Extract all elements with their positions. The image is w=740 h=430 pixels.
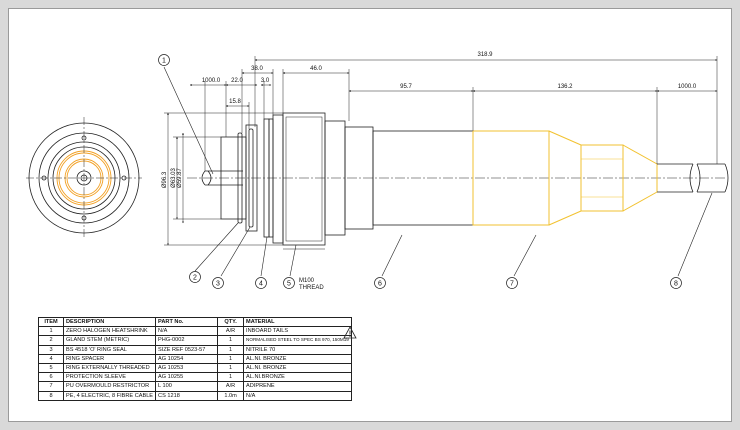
bom-item: 1 xyxy=(38,326,64,337)
bom-qty: 1 xyxy=(217,344,245,355)
dim-dia-63: Ø63.03 xyxy=(171,167,177,187)
gland-stem xyxy=(220,124,258,232)
dim-dia-96: Ø96.3 xyxy=(162,171,168,188)
bom-header-item: ITEM xyxy=(38,316,64,328)
dim-3: 3.0 xyxy=(261,78,270,84)
bom-header-qty: QTY. xyxy=(217,316,245,328)
bom-description: ZERO HALOGEN HEATSHRINK xyxy=(62,326,157,337)
dim-46: 46.0 xyxy=(310,66,322,72)
bom-description: PU OVERMOULD RESTRICTOR xyxy=(62,381,157,392)
table-row: 8 PE, 4 ELECTRIC, 8 FIBRE CABLE CS 1218 … xyxy=(38,390,352,401)
bom-part: L 100 xyxy=(155,381,219,392)
bom-qty: 1 xyxy=(217,353,245,364)
bom-qty: 1 xyxy=(217,372,245,383)
balloon-6 xyxy=(374,277,386,289)
bom-material: ADIPRENE xyxy=(243,381,352,392)
bom-item: 6 xyxy=(38,372,64,383)
balloon-1-label: 1 xyxy=(162,58,166,65)
thread-note-label: THREAD xyxy=(299,285,324,291)
bom-material: AL.NI. BRONZE xyxy=(243,362,352,374)
balloon-2 xyxy=(189,271,201,283)
bom-part: AG 10254 xyxy=(155,353,219,364)
bom-item: 2 xyxy=(38,335,64,346)
bom-part: AG 10255 xyxy=(155,372,219,383)
bom-description: PROTECTION SLEEVE xyxy=(62,372,157,383)
dim-38: 38.0 xyxy=(251,66,263,72)
dim-136: 136.2 xyxy=(557,84,573,90)
table-row: 5 RING EXTERNALLY THREADED AG 10253 1 AL… xyxy=(38,362,352,374)
table-row: 4 RING SPACER AG 10254 1 AL.NI. BRONZE xyxy=(38,353,352,364)
balloon-3-label: 3 xyxy=(216,281,220,288)
pu-restrictor xyxy=(472,130,658,226)
balloon-5 xyxy=(283,277,295,289)
bom-material: AL.NI. BRONZE xyxy=(243,353,352,364)
dim-tail-left: 1000.0 xyxy=(202,78,221,84)
dim-95: 95.7 xyxy=(400,84,412,90)
bom-description: GLAND STEM (METRIC) xyxy=(62,335,157,346)
bom-description: RING EXTERNALLY THREADED xyxy=(62,362,157,374)
balloon-3 xyxy=(212,277,224,289)
bom-qty: A/R xyxy=(217,326,245,337)
table-row: 6 PROTECTION SLEEVE AG 10255 1 AL.NI.BRO… xyxy=(38,372,352,383)
thread-note-size: M100 xyxy=(299,278,315,284)
bom-material: INBOARD TAILS xyxy=(243,326,352,337)
bom-header-part: PART No. xyxy=(155,316,219,328)
balloon-7 xyxy=(506,277,518,289)
table-row: 3 BS 4518 'O' RING SEAL SIZE REF 0523-57… xyxy=(38,344,352,355)
bom-item: 3 xyxy=(38,344,64,355)
bom-part: PHG-0002 xyxy=(155,335,219,346)
balloon-1 xyxy=(158,54,170,66)
bom-header-description: DESCRIPTION xyxy=(62,316,157,328)
dim-dia-59: Ø59.87 xyxy=(177,167,183,187)
balloon-4 xyxy=(255,277,267,289)
bom-material: NORMALISED STEEL TO SPEC BS 970, 150M19 xyxy=(243,335,352,346)
dim-overall: 318.9 xyxy=(477,52,493,58)
balloon-6-label: 6 xyxy=(378,281,382,288)
balloon-8-label: 8 xyxy=(674,281,678,288)
o-ring-seals xyxy=(237,128,254,228)
bom-item: 5 xyxy=(38,362,64,374)
balloon-7-label: 7 xyxy=(510,281,514,288)
balloon-2-label: 2 xyxy=(193,275,197,282)
bom-part: CS 1218 xyxy=(155,390,219,401)
bom-item: 8 xyxy=(38,390,64,401)
table-row: 2 GLAND STEM (METRIC) PHG-0002 1 NORMALI… xyxy=(38,335,352,346)
drawing-sheet: 318.9 38.0 46.0 1000.0 22.0 3.0 15.8 95.… xyxy=(8,8,732,422)
technical-drawing: 318.9 38.0 46.0 1000.0 22.0 3.0 15.8 95.… xyxy=(26,52,729,339)
bom-header-material: MATERIAL xyxy=(243,316,352,328)
bom-item: 4 xyxy=(38,353,64,364)
leader-lines xyxy=(163,66,713,277)
threaded-ring xyxy=(272,112,326,250)
bom-material: N/A xyxy=(243,390,352,401)
bom-part: SIZE REF 0523-57 xyxy=(155,344,219,355)
bom-header-row: ITEM DESCRIPTION PART No. QTY. MATERIAL xyxy=(38,316,352,328)
cable xyxy=(657,163,729,193)
bom-description: BS 4518 'O' RING SEAL xyxy=(62,344,157,355)
bom-material: AL.NI.BRONZE xyxy=(243,372,352,383)
end-view xyxy=(26,117,142,239)
bom-qty: 1.0m xyxy=(217,390,245,401)
dim-22: 22.0 xyxy=(231,78,243,84)
bom-qty: 1 xyxy=(217,335,245,346)
bom-material: NITRILE 70 xyxy=(243,344,352,355)
table-row: 1 ZERO HALOGEN HEATSHRINK N/A A/R INBOAR… xyxy=(38,326,352,337)
dim-tail-right: 1000.0 xyxy=(678,84,697,90)
dimension-lines xyxy=(164,56,718,246)
bill-of-materials-table: ITEM DESCRIPTION PART No. QTY. MATERIAL … xyxy=(38,316,352,401)
balloon-4-label: 4 xyxy=(259,281,263,288)
balloon-5-label: 5 xyxy=(287,281,291,288)
bom-item: 7 xyxy=(38,381,64,392)
table-row: 7 PU OVERMOULD RESTRICTOR L 100 A/R ADIP… xyxy=(38,381,352,392)
bom-part: AG 10253 xyxy=(155,362,219,374)
protection-sleeve xyxy=(324,120,474,236)
bom-description: PE, 4 ELECTRIC, 8 FIBRE CABLE xyxy=(62,390,157,401)
bom-qty: 1 xyxy=(217,362,245,374)
bom-description: RING SPACER xyxy=(62,353,157,364)
dim-15: 15.8 xyxy=(229,99,241,105)
bom-part: N/A xyxy=(155,326,219,337)
balloon-8 xyxy=(670,277,682,289)
bom-qty: A/R xyxy=(217,381,245,392)
balloons xyxy=(158,54,682,289)
